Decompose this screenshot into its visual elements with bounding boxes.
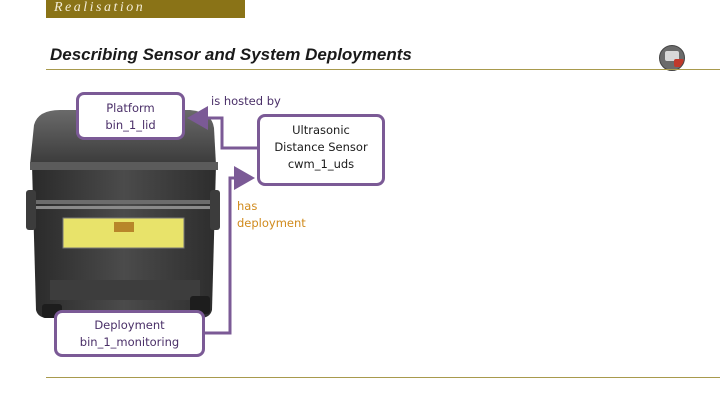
hosted-by-label: is hosted by bbox=[211, 94, 281, 108]
has-deployment-line2: deployment bbox=[237, 216, 306, 230]
sensor-type-line2: Distance Sensor bbox=[274, 140, 368, 154]
footer-divider bbox=[46, 377, 720, 378]
platform-id-label: bin_1_lid bbox=[105, 118, 156, 132]
section-header-bar: Realisation bbox=[46, 0, 245, 18]
slide-title: Describing Sensor and System Deployments bbox=[50, 45, 412, 64]
sensor-id-label: cwm_1_uds bbox=[287, 157, 355, 171]
sensor-type-line1: Ultrasonic bbox=[292, 123, 350, 137]
has-deployment-label: has deployment bbox=[237, 198, 306, 232]
deployment-id-label: bin_1_monitoring bbox=[79, 335, 180, 349]
sensor-node: Ultrasonic Distance Sensor cwm_1_uds bbox=[257, 114, 385, 186]
deployment-node: Deployment bin_1_monitoring bbox=[54, 310, 205, 357]
section-label: Realisation bbox=[54, 0, 146, 15]
deployment-type-label: Deployment bbox=[94, 318, 165, 332]
platform-node: Platform bin_1_lid bbox=[76, 92, 185, 140]
university-logo-icon bbox=[659, 45, 685, 71]
has-deployment-line1: has bbox=[237, 199, 258, 213]
platform-type-label: Platform bbox=[106, 101, 155, 115]
title-divider bbox=[46, 69, 720, 70]
